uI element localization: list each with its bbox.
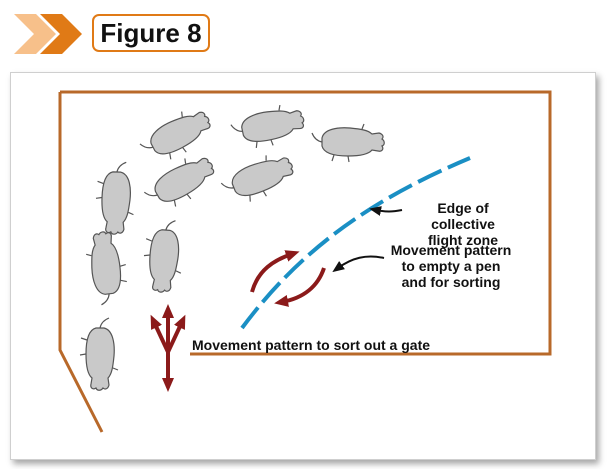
- figure-header: Figure 8: [14, 12, 214, 56]
- curved-arrow-icon: [274, 267, 326, 307]
- pointer-arrow-edge: [369, 206, 403, 216]
- pen-fence: [58, 90, 552, 433]
- label-line: to empty a pen: [401, 258, 501, 274]
- flight-zone-edge-line: [240, 156, 471, 330]
- figure-title: Figure 8: [92, 14, 210, 52]
- cow-icon: [217, 147, 300, 211]
- cow-icon: [140, 218, 186, 295]
- double-chevron-icon: [14, 14, 82, 54]
- three-way-arrow-icon: [150, 304, 186, 392]
- label-line: Edge of collective: [431, 200, 495, 232]
- cow-icon: [311, 123, 385, 163]
- label-line: and for sorting: [401, 274, 501, 290]
- label-movement-pattern-pen: Movement pattern to empty a pen and for …: [386, 242, 516, 290]
- curved-arrow-icon: [250, 250, 300, 293]
- label-line: flight zone: [428, 232, 498, 248]
- label-flight-zone-edge: Edge of collective flight zone: [404, 200, 522, 248]
- pointer-arrow-movement: [332, 255, 385, 273]
- label-line: Movement pattern: [390, 242, 512, 258]
- cow-icon: [228, 100, 309, 154]
- label-movement-pattern-gate: Movement pattern to sort out a gate: [192, 337, 431, 353]
- cow-icon: [94, 160, 136, 236]
- cow-icon: [79, 317, 119, 391]
- cow-icon: [83, 228, 131, 307]
- cow-icon: [139, 147, 222, 218]
